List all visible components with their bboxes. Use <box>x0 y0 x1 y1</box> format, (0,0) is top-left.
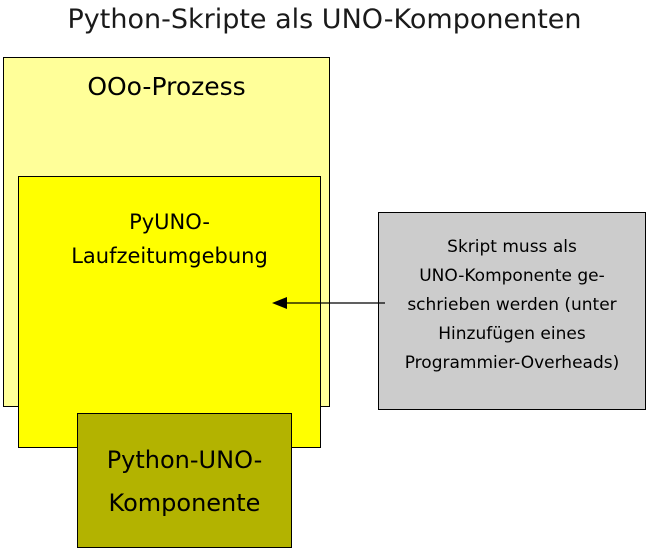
box-pyuno-laufzeitumgebung-label: PyUNO- Laufzeitumgebung <box>19 205 320 273</box>
box-note-label: Skript muss als UNO-Komponente ge- schri… <box>379 233 645 378</box>
arrow-icon <box>272 297 385 309</box>
box-pyuno-laufzeitumgebung-label-line-2: Laufzeitumgebung <box>71 244 268 268</box>
box-python-uno-komponente: Python-UNO- Komponente <box>77 413 292 548</box>
box-python-uno-komponente-label-line-1: Python-UNO- <box>106 446 263 474</box>
box-pyuno-laufzeitumgebung-label-line-1: PyUNO- <box>129 210 210 234</box>
box-ooo-prozess: OOo-Prozess PyUNO- Laufzeitumgebung Pyth… <box>3 57 330 548</box>
box-python-uno-komponente-label-line-2: Komponente <box>108 489 261 517</box>
box-note-label-line-2: UNO-Komponente ge- <box>419 266 605 286</box>
box-ooo-prozess-label-line-1: OOo-Prozess <box>87 72 246 101</box>
box-python-uno-komponente-label: Python-UNO- Komponente <box>78 439 291 525</box>
box-note-label-line-5: Programmier-Overheads) <box>404 353 620 373</box>
page-title: Python-Skripte als UNO-Komponenten <box>67 4 582 35</box>
arrow-head <box>272 297 287 309</box>
box-note-label-line-3: schrieben werden (unter <box>407 295 617 315</box>
box-note-skript-muss-als-uno-komponente: Skript muss als UNO-Komponente ge- schri… <box>378 212 646 410</box>
box-note-label-line-1: Skript muss als <box>447 237 577 257</box>
diagram-canvas: Python-Skripte als UNO-Komponenten OOo-P… <box>3 4 646 548</box>
box-ooo-prozess-label: OOo-Prozess <box>4 70 329 103</box>
box-note-label-line-4: Hinzufügen eines <box>438 324 586 344</box>
